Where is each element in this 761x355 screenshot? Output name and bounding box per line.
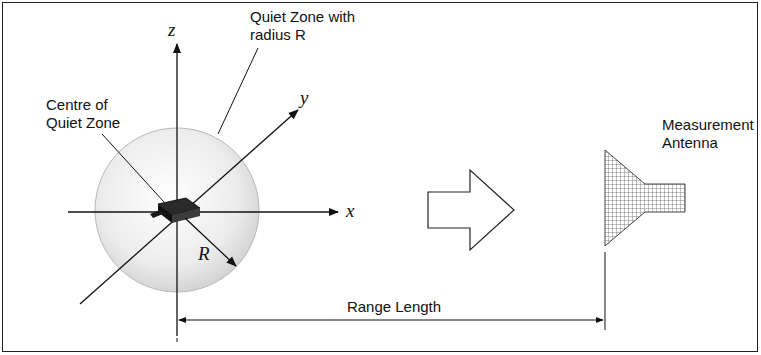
zone-label: Quiet Zone with radius R: [250, 8, 356, 44]
z-axis: [176, 44, 177, 336]
y-axis: [80, 110, 298, 304]
axis-label: y: [300, 88, 308, 108]
leader-line: [218, 48, 258, 134]
radius-label: R: [198, 244, 210, 264]
centre-label: Centre of Quiet Zone: [46, 96, 142, 132]
axis-label: z: [168, 20, 175, 40]
frame-border: [3, 3, 758, 352]
dimension-line: [179, 320, 603, 321]
dimension-tick: [605, 252, 606, 330]
horn-antenna: [605, 150, 685, 246]
antenna-label: Measurement Antenna: [662, 116, 756, 152]
direction-arrow: [428, 170, 514, 250]
dimension-label: Range Length: [344, 298, 444, 316]
radius-arrow: [185, 218, 236, 266]
leader-line: [102, 134, 164, 202]
device-under-test: [150, 198, 200, 223]
x-axis: [68, 211, 338, 212]
axis-label: x: [346, 201, 354, 221]
dimension-tick: [177, 338, 178, 342]
